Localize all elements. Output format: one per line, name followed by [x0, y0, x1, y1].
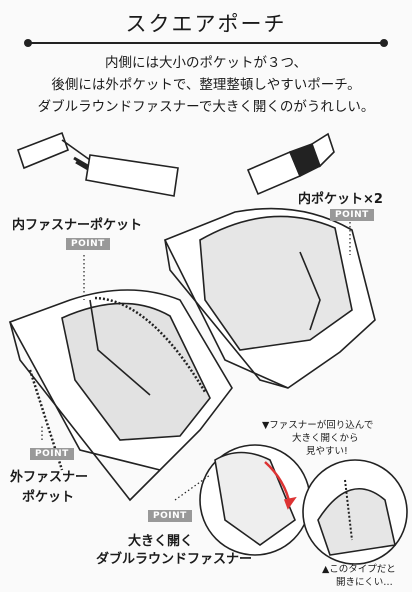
note-this-type-line-2: 開きにくい… — [336, 577, 393, 588]
title-divider — [24, 39, 388, 47]
label-outer-zip-pocket-line-1: 外ファスナー — [10, 470, 89, 485]
label-inner-zip-pocket: 内ファスナーポケット — [12, 218, 143, 233]
mascara-illustration — [16, 131, 179, 197]
note-wrap-line-3: 見やすい! — [306, 446, 348, 457]
detail-circle-open — [199, 444, 311, 556]
back-pouch-illustration — [163, 207, 376, 389]
label-inner-pocket: 内ポケット×2 — [298, 192, 383, 207]
label-double-zip-line-1: 大きく開く — [128, 534, 194, 549]
note-this-type-line-1: ▲このタイプだと — [322, 564, 396, 575]
point-badge-inner-zip: POINT — [66, 238, 110, 250]
note-wrap-line-2: 大きく開くから — [292, 433, 359, 444]
page-title: スクエアポーチ — [125, 12, 287, 36]
description-line-3: ダブルラウンドファスナーで大きく開くのがうれしい。 — [37, 99, 375, 115]
point-badge-double-zip: POINT — [148, 510, 192, 522]
label-outer-zip-pocket-line-2: ポケット — [22, 490, 75, 505]
note-wrap-line-1: ▼ファスナーが回り込んで — [262, 420, 374, 431]
description-line-1: 内側には大小のポケットが３つ、 — [105, 55, 307, 71]
detail-circle-closed — [302, 459, 408, 565]
front-pouch-illustration — [8, 289, 233, 502]
lipstick-illustration — [246, 132, 335, 196]
description-line-2: 後側には外ポケットで、整理整頓しやすいポーチ。 — [51, 77, 361, 93]
label-double-zip-line-2: ダブルラウンドファスナー — [96, 552, 253, 567]
point-badge-outer-zip: POINT — [30, 448, 74, 460]
point-badge-inner-pocket: POINT — [330, 209, 374, 221]
